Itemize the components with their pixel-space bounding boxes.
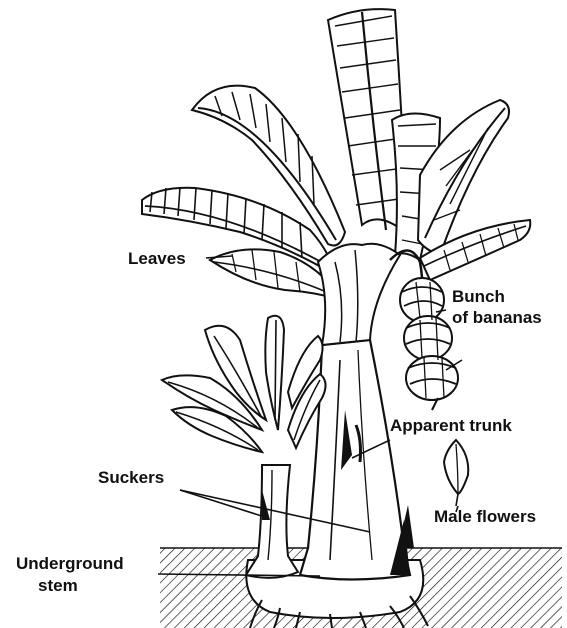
label-leaves: Leaves xyxy=(128,249,186,269)
leader-suckers-1 xyxy=(180,490,268,518)
banana-bunch-shape xyxy=(390,250,458,410)
label-bunch-line2: of bananas xyxy=(452,308,542,328)
male-flower-bud-shape xyxy=(444,440,468,506)
label-bunch-line1: Bunch xyxy=(452,287,505,307)
sucker-plant-shape xyxy=(162,316,326,578)
label-male-flowers: Male flowers xyxy=(434,507,536,527)
label-apparent-trunk: Apparent trunk xyxy=(390,416,512,436)
label-underground-line2: stem xyxy=(38,576,78,596)
label-suckers: Suckers xyxy=(98,468,164,488)
label-underground-line1: Underground xyxy=(16,554,124,574)
